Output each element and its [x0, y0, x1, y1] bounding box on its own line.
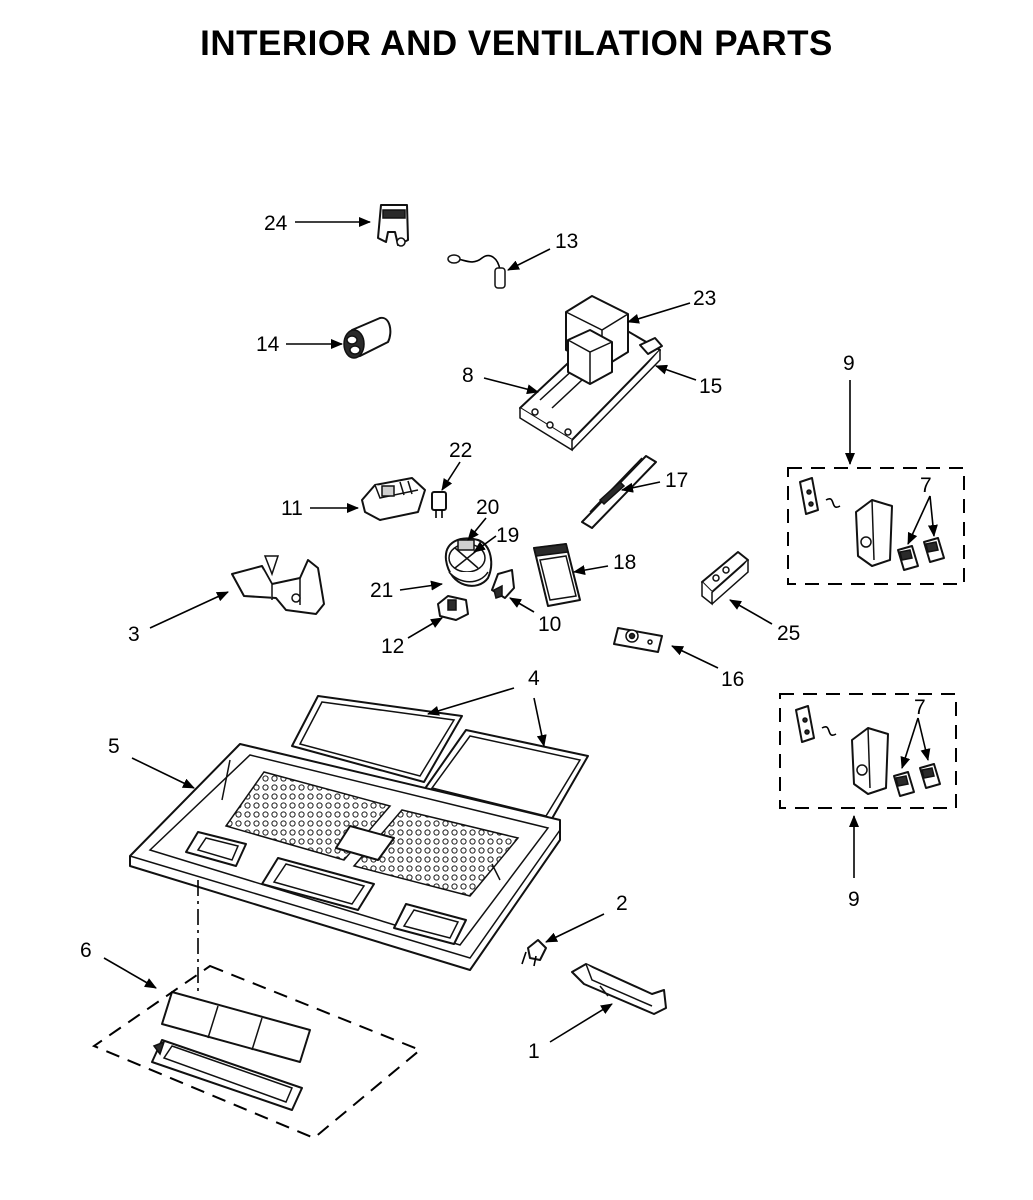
part-6-charcoal-filter — [151, 991, 311, 1111]
callout-1: 1 — [528, 1040, 540, 1063]
callout-6: 6 — [80, 939, 92, 962]
part-18-cover-plate — [533, 543, 581, 607]
leader-lines — [103, 217, 938, 1043]
callout-9-upper: 9 — [843, 352, 855, 375]
callout-11: 11 — [281, 497, 303, 520]
callout-20: 20 — [476, 496, 499, 519]
callout-5: 5 — [108, 735, 120, 758]
callout-18: 18 — [613, 551, 636, 574]
part-3-air-duct — [231, 555, 325, 615]
part-2-clip — [521, 939, 547, 967]
part-7-switch-lower-b — [919, 763, 941, 789]
part-10-switch-bracket — [491, 569, 515, 599]
group-box-9-lower — [779, 693, 957, 809]
callout-13: 13 — [555, 230, 578, 253]
part-7-switch-upper-b — [923, 537, 945, 563]
part-14-capacitor — [343, 316, 392, 359]
callout-labels: 24 13 14 23 8 15 9 7 22 11 20 17 19 18 2… — [80, 212, 932, 1063]
callout-12: 12 — [381, 635, 404, 658]
page-title: INTERIOR AND VENTILATION PARTS — [200, 24, 833, 63]
group-box-9-upper — [787, 467, 965, 585]
callout-25: 25 — [777, 622, 800, 645]
callout-10: 10 — [538, 613, 561, 636]
part-25-sensor — [701, 551, 749, 606]
part-5-bottom-plate — [129, 743, 561, 971]
callout-21: 21 — [370, 579, 393, 602]
part-22-fuse — [431, 491, 447, 518]
callout-14: 14 — [256, 333, 280, 356]
group-box-6 — [91, 964, 422, 1140]
part-23-transformer — [565, 295, 629, 385]
part-9-hinge-assembly-upper — [799, 477, 893, 567]
callout-2: 2 — [616, 892, 628, 915]
callout-7-lower: 7 — [914, 696, 926, 719]
callout-19: 19 — [496, 524, 519, 547]
callout-24: 24 — [264, 212, 288, 235]
part-4-grease-filters — [291, 695, 589, 823]
callout-15: 15 — [699, 375, 722, 398]
callout-3: 3 — [128, 623, 140, 646]
part-9-hinge-assembly-lower — [795, 705, 889, 795]
callout-17: 17 — [665, 469, 688, 492]
part-24-bracket — [377, 204, 409, 247]
part-12-switch — [437, 595, 469, 621]
callout-23: 23 — [693, 287, 716, 310]
part-7-switch-lower-a — [893, 771, 915, 797]
callout-22: 22 — [449, 439, 472, 462]
callout-16: 16 — [721, 668, 744, 691]
part-17-rail — [581, 455, 657, 529]
part-11-latch-housing — [361, 477, 426, 521]
callout-9-lower: 9 — [848, 888, 860, 911]
part-15-diode — [639, 337, 663, 355]
part-1-rail-bracket — [571, 963, 667, 1015]
callout-8: 8 — [462, 364, 474, 387]
part-13-wire-assembly — [447, 254, 506, 289]
callout-4: 4 — [528, 667, 540, 690]
part-16-control-board — [613, 627, 663, 653]
part-20-fan-motor — [444, 537, 493, 587]
callout-7-upper: 7 — [920, 474, 932, 497]
part-7-switch-upper-a — [897, 545, 919, 571]
